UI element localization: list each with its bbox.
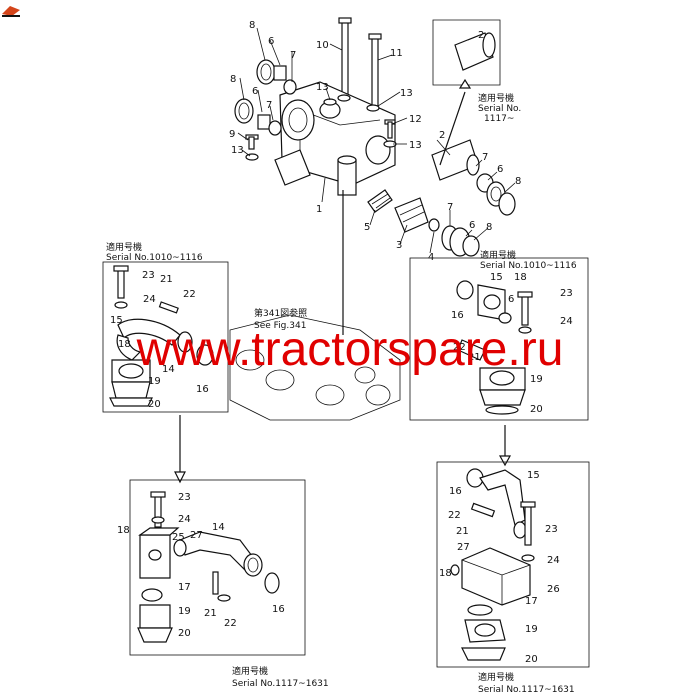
- callout-27b: 27: [457, 542, 470, 553]
- detail-part-2: [432, 19, 501, 166]
- callout-20d: 20: [525, 654, 538, 665]
- callout-11: 11: [390, 48, 403, 59]
- spool-parts: [367, 139, 516, 257]
- note-bottom-left-jp: 適用号機: [232, 665, 268, 677]
- callout-8d: 8: [486, 222, 492, 233]
- callout-18b: 18: [514, 272, 527, 283]
- callout-13b: 13: [316, 82, 329, 93]
- serial-notes: 適用号機 Serial No. 1117~ 適用号機 Serial No.101…: [106, 92, 577, 695]
- callout-5: 5: [364, 222, 370, 233]
- callout-3: 3: [396, 240, 402, 251]
- callout-22c: 22: [224, 618, 237, 629]
- callout-16a: 16: [196, 384, 209, 395]
- callout-labels: 8 6 7 8 6 7 9 13 10 11 13 13 12 13 1 2 2…: [110, 20, 573, 665]
- watermark-text: www.tractorspare.ru: [136, 323, 564, 376]
- callout-17a: 17: [178, 582, 191, 593]
- note-top-right-jp: 適用号機: [478, 92, 514, 104]
- note-bottom-right-serial: Serial No.1117~1631: [478, 685, 575, 695]
- callout-13c: 13: [400, 88, 413, 99]
- callout-21a: 21: [160, 274, 173, 285]
- callout-1: 1: [316, 204, 322, 215]
- callout-20c: 20: [178, 628, 191, 639]
- callout-19a: 19: [148, 376, 161, 387]
- note-bottom-right-jp: 適用号機: [478, 671, 514, 683]
- callout-14b: 14: [212, 522, 225, 533]
- callout-23b: 23: [560, 288, 573, 299]
- callout-18d: 18: [439, 568, 452, 579]
- callout-22b: 22: [453, 342, 466, 353]
- note-top-right-serial: Serial No.: [478, 104, 521, 114]
- note-right-serial: Serial No.1010~1116: [480, 261, 577, 271]
- callout-15c: 15: [527, 470, 540, 481]
- callout-18c: 18: [117, 525, 130, 536]
- callout-21d: 21: [456, 526, 469, 537]
- bottom-left-inset: [129, 479, 306, 656]
- callout-8c: 8: [515, 176, 521, 187]
- callout-20a: 20: [148, 399, 161, 410]
- callout-21b: 21: [468, 352, 481, 363]
- callout-6e: 6: [508, 294, 514, 305]
- callout-6d: 6: [469, 220, 475, 231]
- callout-6c: 6: [497, 164, 503, 175]
- right-inset: [409, 257, 589, 421]
- callout-6b: 6: [252, 86, 258, 97]
- callout-19d: 19: [525, 624, 538, 635]
- callout-22d: 22: [448, 510, 461, 521]
- referenced-housing: [229, 190, 401, 421]
- callout-14a: 14: [162, 364, 175, 375]
- note-bottom-left-serial: Serial No.1117~1631: [232, 679, 329, 689]
- note-right-jp: 適用号機: [480, 249, 516, 261]
- callout-24a: 24: [143, 294, 156, 305]
- leader-lines: [237, 27, 516, 254]
- callout-24c: 24: [178, 514, 191, 525]
- callout-7: 7: [290, 50, 296, 61]
- callout-23d: 23: [545, 524, 558, 535]
- callout-13a: 13: [231, 145, 244, 156]
- note-left-jp: 適用号機: [106, 241, 142, 253]
- callout-4: 4: [428, 252, 434, 263]
- callout-26: 26: [547, 584, 560, 595]
- callout-13d: 13: [409, 140, 422, 151]
- callout-17b: 17: [525, 596, 538, 607]
- callout-19b: 19: [530, 374, 543, 385]
- callout-2b: 2: [478, 30, 484, 41]
- callout-24d: 24: [547, 555, 560, 566]
- callout-10: 10: [316, 40, 329, 51]
- callout-22a: 22: [183, 289, 196, 300]
- note-see-fig: See Fig.341: [254, 321, 306, 331]
- callout-20b: 20: [530, 404, 543, 415]
- callout-21c: 21: [204, 608, 217, 619]
- callout-15a: 15: [110, 315, 123, 326]
- callout-15b: 15: [490, 272, 503, 283]
- bottom-right-inset: [436, 461, 590, 668]
- callout-16c: 16: [272, 604, 285, 615]
- callout-7c: 7: [482, 152, 488, 163]
- brand-logo-icon: [2, 6, 20, 17]
- callout-8b: 8: [230, 74, 236, 85]
- callout-7b: 7: [266, 100, 272, 111]
- callout-27a: 27: [190, 530, 203, 541]
- callout-23c: 23: [178, 492, 191, 503]
- callout-18a: 18: [118, 339, 131, 350]
- callout-25: 25: [172, 532, 185, 543]
- callout-9: 9: [229, 129, 235, 140]
- callout-16d: 16: [449, 486, 462, 497]
- note-see-fig-jp: 第341図参照: [254, 307, 307, 319]
- callout-2: 2: [439, 130, 445, 141]
- callout-8: 8: [249, 20, 255, 31]
- callout-7d: 7: [447, 202, 453, 213]
- note-left-serial: Serial No.1010~1116: [106, 253, 203, 263]
- callout-16b: 16: [451, 310, 464, 321]
- main-valve-body: [274, 17, 396, 196]
- callout-24b: 24: [560, 316, 573, 327]
- callout-19c: 19: [178, 606, 191, 617]
- note-top-right-range: 1117~: [484, 114, 514, 124]
- left-seal-parts: [234, 59, 397, 161]
- callout-12: 12: [409, 114, 422, 125]
- left-inset: [102, 261, 229, 413]
- callout-23a: 23: [142, 270, 155, 281]
- callout-6: 6: [268, 36, 274, 47]
